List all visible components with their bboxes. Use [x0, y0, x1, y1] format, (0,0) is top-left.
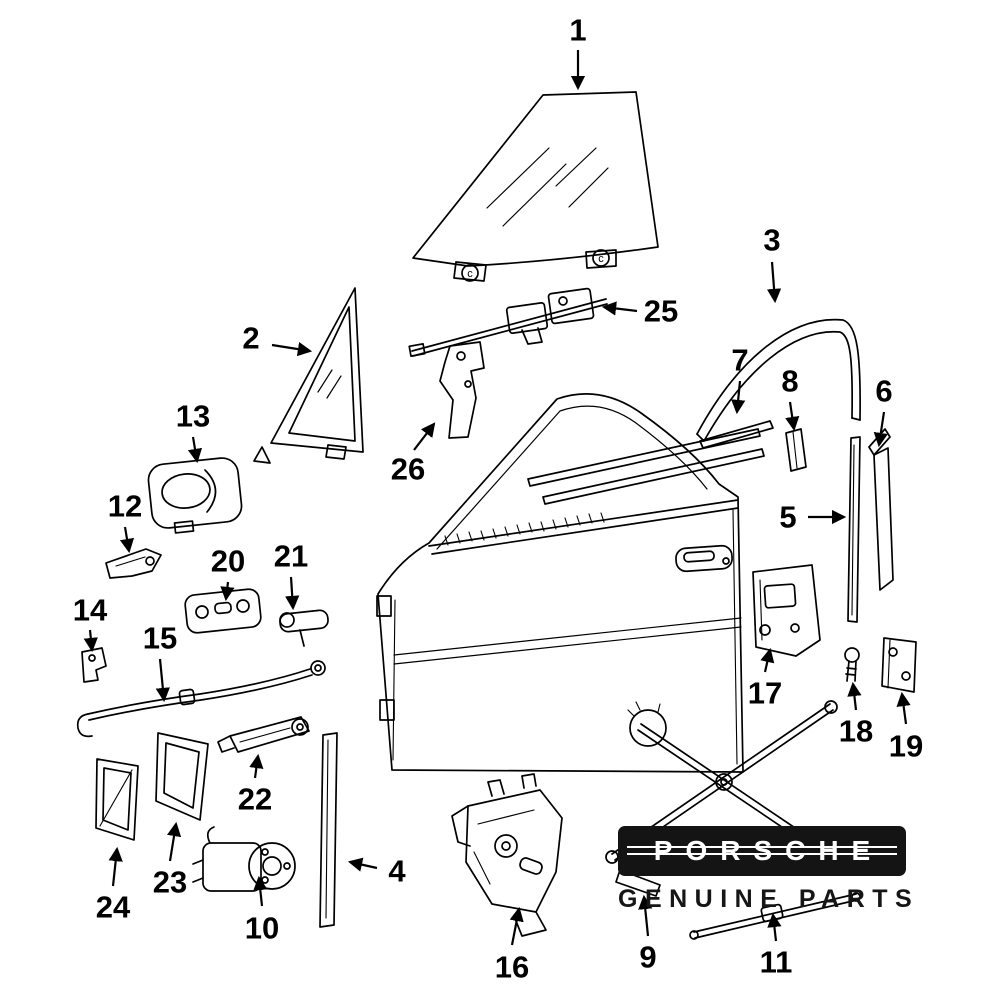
callout-arrow: [271, 342, 313, 357]
part-callout-16: 16: [494, 949, 530, 985]
callout-arrow: [220, 581, 235, 602]
part-25-lock-rod-assembly: [408, 287, 608, 357]
part-callout-25: 25: [643, 293, 679, 329]
part-2-vent-window-glass: [253, 287, 364, 464]
callout-arrow: [187, 436, 203, 464]
part-callout-20: 20: [210, 543, 246, 579]
part-callout-5: 5: [779, 499, 797, 535]
part-callout-18: 18: [838, 713, 874, 749]
part-26-bracket: [439, 341, 485, 439]
part-16-door-lock: [451, 773, 563, 937]
part-callout-19: 19: [888, 728, 924, 764]
part-1-door-window-glass: [412, 91, 659, 282]
part-callout-17: 17: [747, 675, 783, 711]
part-21-hinge-pin: [279, 609, 329, 647]
callout-arrow: [83, 629, 98, 653]
badge-stripe-top: [627, 846, 897, 848]
porsche-logo-box: PORSCHE: [618, 826, 906, 876]
part-18-bolt: [844, 647, 860, 682]
part-callout-3: 3: [763, 222, 781, 258]
part-callout-10: 10: [244, 910, 280, 946]
part-callout-8: 8: [781, 363, 799, 399]
part-callout-24: 24: [95, 889, 131, 925]
badge-stripe-bottom: [627, 853, 897, 855]
callout-arrow: [253, 875, 268, 907]
callout-arrow: [166, 821, 182, 862]
callout-arrow: [347, 857, 378, 872]
callout-arrow: [119, 526, 135, 554]
part-4-glass-run-channel: [319, 732, 338, 928]
part-24-gasket: [95, 758, 139, 841]
badge-subtitle: GENUINE PARTS: [618, 885, 920, 913]
part-callout-4: 4: [388, 853, 406, 889]
part-14-clip: [81, 647, 107, 683]
part-callout-13: 13: [175, 398, 211, 434]
part-callout-14: 14: [72, 592, 108, 628]
part-callout-26: 26: [390, 451, 426, 487]
callout-arrow: [108, 846, 123, 887]
callout-arrow: [760, 647, 775, 673]
callout-arrow: [638, 894, 653, 937]
part-callout-9: 9: [639, 939, 657, 975]
part-callout-15: 15: [142, 620, 178, 656]
part-callout-6: 6: [875, 373, 893, 409]
part-callout-1: 1: [569, 12, 587, 48]
part-callout-2: 2: [242, 320, 260, 356]
callout-arrows: [83, 50, 911, 946]
part-12-inner-handle: [105, 548, 162, 579]
part-8-molding-piece: [785, 428, 807, 472]
part-17-lock-mechanism: [752, 564, 821, 657]
porsche-badge: PORSCHE GENUINE PARTS: [618, 826, 912, 914]
callout-arrow: [873, 411, 888, 448]
part-15-control-cable: [76, 660, 326, 738]
callout-arrow: [601, 301, 638, 316]
glass-mark: c: [467, 268, 473, 280]
part-6-channel-strip: [868, 428, 894, 591]
callout-arrow: [767, 912, 782, 942]
callout-arrow: [731, 380, 746, 415]
brand-name: PORSCHE: [653, 835, 884, 866]
part-23-gasket: [155, 732, 209, 821]
part-callout-23: 23: [152, 864, 188, 900]
door-shell: [376, 393, 744, 773]
callout-arrow: [249, 753, 264, 779]
callout-arrow: [785, 401, 800, 432]
part-19-striker-plate: [881, 637, 917, 693]
part-callout-22: 22: [237, 781, 273, 817]
callout-arrow: [413, 422, 436, 451]
part-callout-21: 21: [273, 538, 309, 574]
part-callout-7: 7: [731, 342, 749, 378]
callout-arrow: [155, 658, 170, 703]
part-20-hinge: [184, 588, 262, 634]
callout-arrow: [896, 691, 911, 725]
part-3-window-frame-seal: [696, 318, 861, 442]
part-22-door-check: [217, 716, 310, 753]
part-callout-11: 11: [759, 944, 793, 980]
part-callout-12: 12: [107, 488, 143, 524]
callout-arrow: [766, 261, 782, 304]
callout-arrow: [847, 681, 862, 711]
part-5-glass-channel: [847, 436, 861, 623]
glass-mark: c: [598, 253, 604, 265]
callout-arrow: [509, 906, 524, 946]
part-10-window-motor: [192, 826, 296, 892]
part-13-handle-bezel: [147, 457, 243, 534]
callout-arrow: [285, 576, 300, 611]
